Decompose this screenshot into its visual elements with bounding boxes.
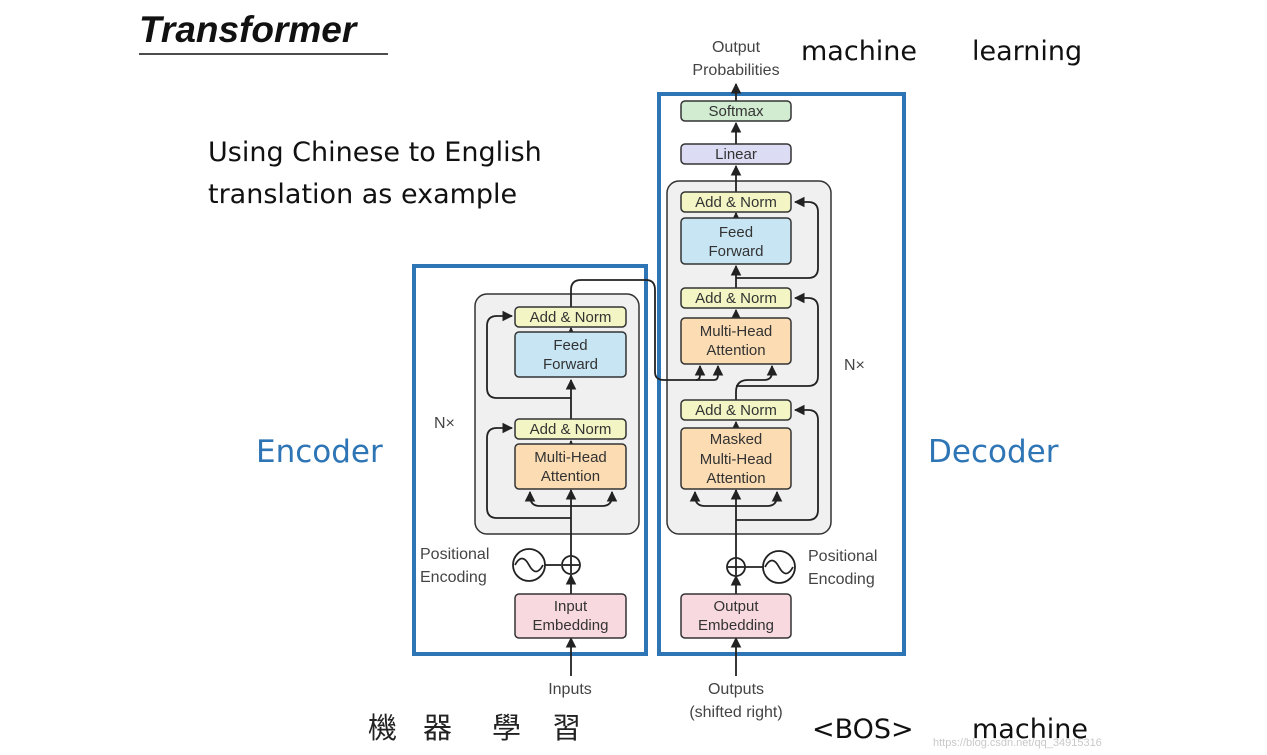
decoder-masked-add-norm-label: Add & Norm [695, 402, 777, 419]
decoder-multi-head-label-1: Multi-Head [700, 323, 773, 340]
inputs-label: Inputs [548, 681, 592, 698]
output-token-machine: machine [801, 36, 917, 67]
encoder-positional-label-1: Positional [420, 546, 489, 563]
softmax-label: Softmax [708, 103, 764, 120]
decoder-ff-add-norm-label: Add & Norm [695, 194, 777, 211]
encoder-label: Encoder [256, 434, 383, 470]
decoder-cross-add-norm-label: Add & Norm [695, 290, 777, 307]
output-probabilities-label-1: Output [712, 39, 761, 56]
decoder-feed-forward-block: Feed Forward [680, 217, 792, 265]
shifted-token-machine: machine [972, 714, 1088, 745]
encoder-positional-wave-icon [512, 548, 561, 582]
decoder-ff-add-norm-block: Add & Norm [680, 191, 792, 213]
encoder-ff-add-norm-block: Add & Norm [514, 306, 627, 328]
encoder-multi-head-label-1: Multi-Head [534, 449, 607, 466]
shifted-token-bos: <BOS> [812, 714, 914, 745]
decoder-positional-label-1: Positional [808, 548, 877, 565]
input-token-3: 學 [492, 711, 521, 745]
watermark: https://blog.csdn.net/qq_34915316 [933, 737, 1102, 749]
encoder-feed-forward-label-2: Forward [543, 356, 598, 373]
masked-attention-label-1: Masked [710, 431, 763, 448]
encoder-attn-add-norm-label: Add & Norm [530, 421, 612, 438]
encoder-frame [412, 264, 648, 656]
input-token-1: 機 [368, 711, 397, 745]
decoder-nx: N× [844, 357, 865, 374]
decoder-add-icon [726, 557, 763, 577]
outputs-label-2: (shifted right) [689, 704, 782, 721]
masked-multi-head-attention-block: Masked Multi-Head Attention [680, 427, 792, 490]
masked-attention-label-3: Attention [706, 470, 765, 487]
linear-block: Linear [680, 143, 792, 165]
encoder-add-icon [561, 555, 581, 575]
input-token-4: 習 [552, 711, 581, 745]
input-embedding-label-1: Input [554, 598, 588, 615]
decoder-feed-forward-label-1: Feed [719, 224, 753, 241]
encoder-attn-add-norm-block: Add & Norm [514, 418, 627, 440]
subtitle-line-1: Using Chinese to English [208, 137, 542, 168]
decoder-cross-add-norm-block: Add & Norm [680, 287, 792, 309]
encoder-nx: N× [434, 415, 455, 432]
decoder-positional-wave-icon [762, 550, 796, 584]
masked-attention-label-2: Multi-Head [700, 451, 773, 468]
encoder-multi-head-attention-block: Multi-Head Attention [514, 443, 627, 490]
decoder-multi-head-label-2: Attention [706, 342, 765, 359]
output-embedding-label-1: Output [713, 598, 759, 615]
decoder-connections [689, 82, 819, 676]
outputs-label-1: Outputs [708, 681, 764, 698]
output-token-learning: learning [972, 36, 1082, 67]
page-title: Transformer [139, 9, 359, 50]
decoder-positional-label-2: Encoding [808, 571, 875, 588]
encoder-multi-head-label-2: Attention [541, 468, 600, 485]
softmax-block: Softmax [680, 100, 792, 122]
encoder-positional-label-2: Encoding [420, 569, 487, 586]
encoder-ff-add-norm-label: Add & Norm [530, 309, 612, 326]
output-probabilities-label-2: Probabilities [692, 62, 779, 79]
decoder-frame [657, 92, 906, 656]
input-embedding-label-2: Embedding [533, 617, 609, 634]
decoder-label: Decoder [928, 434, 1059, 470]
input-token-2: 器 [423, 711, 452, 745]
encoder-feed-forward-label-1: Feed [553, 337, 587, 354]
input-embedding-block: Input Embedding [514, 593, 627, 639]
encoder-feed-forward-block: Feed Forward [514, 331, 627, 378]
linear-label: Linear [715, 146, 757, 163]
subtitle-line-2: translation as example [208, 179, 517, 210]
decoder-masked-add-norm-block: Add & Norm [680, 399, 792, 421]
decoder-feed-forward-label-2: Forward [708, 243, 763, 260]
output-embedding-label-2: Embedding [698, 617, 774, 634]
output-embedding-block: Output Embedding [680, 593, 792, 639]
decoder-multi-head-attention-block: Multi-Head Attention [680, 317, 792, 365]
encoder-stack [474, 293, 640, 535]
